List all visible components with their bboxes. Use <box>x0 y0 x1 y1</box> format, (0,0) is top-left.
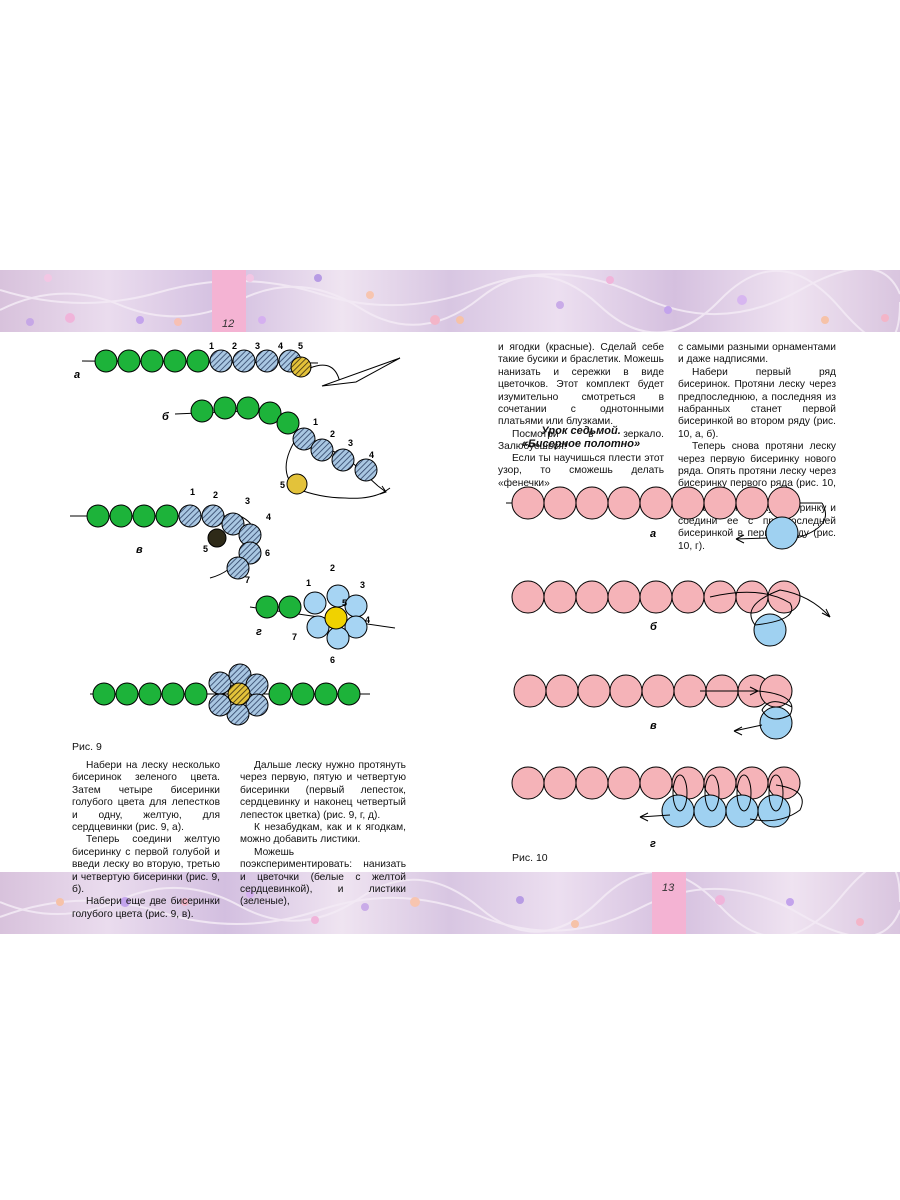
paragraph: и ягодки (красные). Сделай себе такие бу… <box>498 342 664 428</box>
fig9-num-b4: 4 <box>369 450 374 460</box>
paragraph: Можешь поэкспериментировать: нанизать и … <box>240 846 406 908</box>
fig9-num-v4: 4 <box>266 512 271 522</box>
fig9-num-g4: 4 <box>365 615 370 625</box>
fig9-num-v1: 1 <box>190 487 195 497</box>
fig9-num-1: 1 <box>209 341 214 351</box>
paragraph: К незабудкам, как и к ягодкам, можно доб… <box>240 822 406 846</box>
paragraph: Набери еще две бисеринки голубого цвета … <box>72 896 220 920</box>
paragraph: Если ты научишься плести этот узор, то с… <box>498 453 664 489</box>
fig9-num-g3: 3 <box>360 580 365 590</box>
fig9-letter-a: а <box>74 369 80 381</box>
left-page-column-1: Набери на леску несколько бисеринок зеле… <box>72 760 220 921</box>
fig9-num-g7: 7 <box>292 632 297 642</box>
lesson-title-line-2: «Бисерное полотно» <box>521 438 641 450</box>
right-page-column-2: с самыми разными орнаментами и даже надп… <box>678 342 836 553</box>
ornament-pattern <box>0 270 900 332</box>
paragraph: Дальше леску нужно протянуть через перву… <box>240 760 406 821</box>
ornament-pattern <box>0 872 900 934</box>
figure-10-bead-diagram: а б в <box>506 486 831 850</box>
fig9-num-5: 5 <box>298 341 303 351</box>
fig9-step-v: 1 2 3 4 5 6 7 в <box>70 487 271 585</box>
fig10-letter-b: б <box>650 621 658 633</box>
fig9-num-g2: 2 <box>330 563 335 573</box>
paragraph: Теперь соедини желтую бисеринку с первой… <box>72 834 220 896</box>
fig9-num-3: 3 <box>255 341 260 351</box>
page-number-tab-left <box>212 270 246 332</box>
fig10-letter-v: в <box>650 720 657 732</box>
fig10-step-v: в <box>513 674 793 740</box>
fig9-step-b: 1 2 3 4 5 б <box>162 396 391 499</box>
fig9-num-b1: 1 <box>313 417 318 427</box>
bottom-decorative-band <box>0 872 900 934</box>
fig9-num-b5: 5 <box>280 480 285 490</box>
fig10-letter-a: а <box>650 528 656 540</box>
fig9-num-g6: 6 <box>330 655 335 665</box>
fig10-letter-g: г <box>650 838 656 850</box>
fig9-num-v7: 7 <box>245 575 250 585</box>
paragraph: Набери на леску несколько бисеринок зеле… <box>72 760 220 834</box>
fig9-num-v2: 2 <box>213 490 218 500</box>
fig9-num-v5: 5 <box>203 544 208 554</box>
paragraph: Набери первый ряд бисеринок. Протяни лес… <box>678 366 836 440</box>
fig10-step-b: б <box>511 580 831 647</box>
page-number-right: 13 <box>662 882 675 894</box>
fig9-letter-b: б <box>162 411 170 423</box>
fig9-num-v6: 6 <box>265 548 270 558</box>
left-page-column-2: Дальше леску нужно протянуть через перву… <box>240 760 406 909</box>
figure-9-caption: Рис. 9 <box>72 741 102 753</box>
fig9-step-d: д <box>90 663 370 726</box>
fig10-step-g: г <box>511 766 803 850</box>
fig9-num-2: 2 <box>232 341 237 351</box>
top-decorative-band <box>0 270 900 332</box>
lesson-title-line-1: Урок седьмой. <box>541 425 621 437</box>
fig9-step-a: 1 2 3 4 5 а <box>74 341 401 387</box>
page-number-left: 12 <box>222 318 235 330</box>
fig9-step-g: 1 2 3 4 5 6 7 г <box>249 563 396 665</box>
fig9-num-g1: 1 <box>306 578 311 588</box>
fig9-letter-g: г <box>256 626 262 638</box>
fig9-num-b3: 3 <box>348 438 353 448</box>
page-number-tab-right <box>652 872 686 934</box>
figure-9-bead-diagram: 1 2 3 4 5 а 1 2 3 4 5 б <box>70 341 401 726</box>
paragraph: с самыми разными орнаментами и даже надп… <box>678 342 836 366</box>
fig9-num-4: 4 <box>278 341 283 351</box>
right-page-column-1-top: и ягодки (красные). Сделай себе такие бу… <box>498 342 664 454</box>
fig9-num-v3: 3 <box>245 496 250 506</box>
right-page-column-1-intro: Если ты научишься плести этот узор, то с… <box>498 453 664 490</box>
fig10-step-a: а <box>506 486 826 550</box>
lesson-title: Урок седьмой. «Бисерное полотно» <box>498 425 664 451</box>
fig9-num-g5: 5 <box>342 598 347 608</box>
fig9-letter-v: в <box>136 544 143 556</box>
fig9-num-b2: 2 <box>330 429 335 439</box>
paragraph: Посмотри в зеркало. Залюбуешься! <box>498 428 664 453</box>
figure-10-caption: Рис. 10 <box>512 852 548 864</box>
